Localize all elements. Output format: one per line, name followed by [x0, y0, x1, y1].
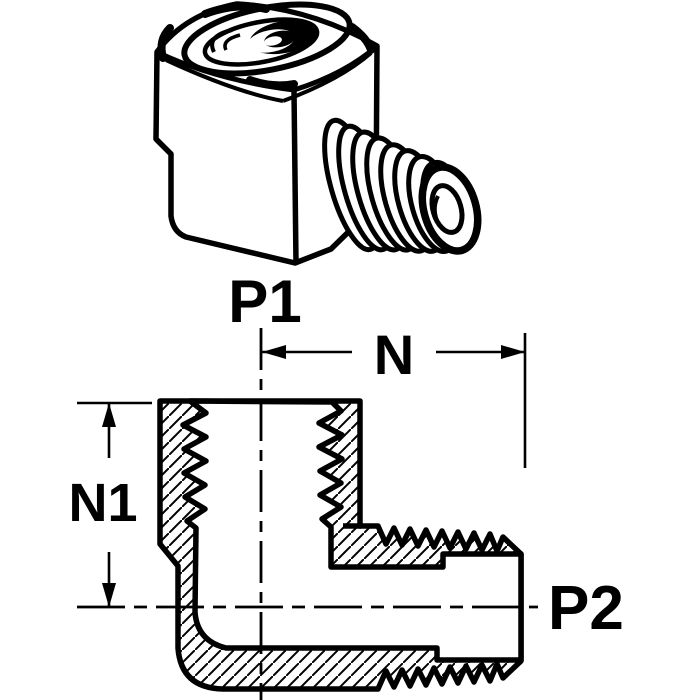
- female-port-hole: [247, 19, 319, 55]
- thread-arc-b: [223, 33, 241, 51]
- corner-arcs: [157, 2, 375, 90]
- dimension-lines: [77, 333, 527, 607]
- label-n: N: [374, 323, 414, 386]
- male-port-bore-thread-arc: [432, 195, 441, 226]
- label-p2: P2: [548, 574, 624, 643]
- centerlines: [77, 328, 538, 700]
- n-arrow-left: [262, 345, 286, 359]
- n1-arrow-up: [102, 403, 116, 427]
- pictorial-view: [153, 1, 482, 266]
- section-bore-void: [180, 398, 524, 663]
- dimension-n1: [77, 401, 152, 607]
- dimension-n: [262, 333, 527, 468]
- front-edge: [291, 90, 299, 264]
- label-n1: N1: [68, 473, 137, 533]
- n-arrow-right: [501, 345, 525, 359]
- bevel-left: [165, 58, 284, 103]
- thread-arc-a: [210, 28, 233, 53]
- label-p1: P1: [228, 268, 301, 335]
- section-view: [157, 398, 524, 692]
- n1-arrow-down: [102, 583, 116, 607]
